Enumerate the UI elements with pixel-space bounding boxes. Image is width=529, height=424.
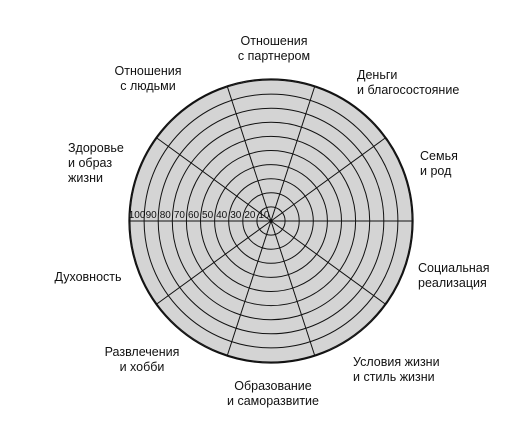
- scale-label: 10: [258, 210, 270, 221]
- scale-label: 40: [216, 210, 228, 221]
- wheel-spokes: [129, 85, 413, 357]
- spoke-line: [270, 137, 387, 222]
- spoke-line: [226, 85, 272, 222]
- spoke-line: [270, 220, 387, 305]
- scale-label: 90: [146, 210, 158, 221]
- scale-label: 80: [160, 210, 172, 221]
- scale-label: 70: [174, 210, 186, 221]
- scale-label: 20: [244, 210, 256, 221]
- scale-label: 50: [202, 210, 214, 221]
- scale-label: 100: [129, 210, 146, 221]
- spoke-line: [270, 85, 316, 222]
- spoke-line: [155, 220, 272, 305]
- scale-label: 60: [188, 210, 200, 221]
- sector-label: Духовность: [54, 270, 121, 284]
- scale-label: 30: [230, 210, 242, 221]
- spoke-line: [270, 220, 316, 357]
- spoke-line: [155, 137, 272, 222]
- spoke-line: [226, 220, 272, 357]
